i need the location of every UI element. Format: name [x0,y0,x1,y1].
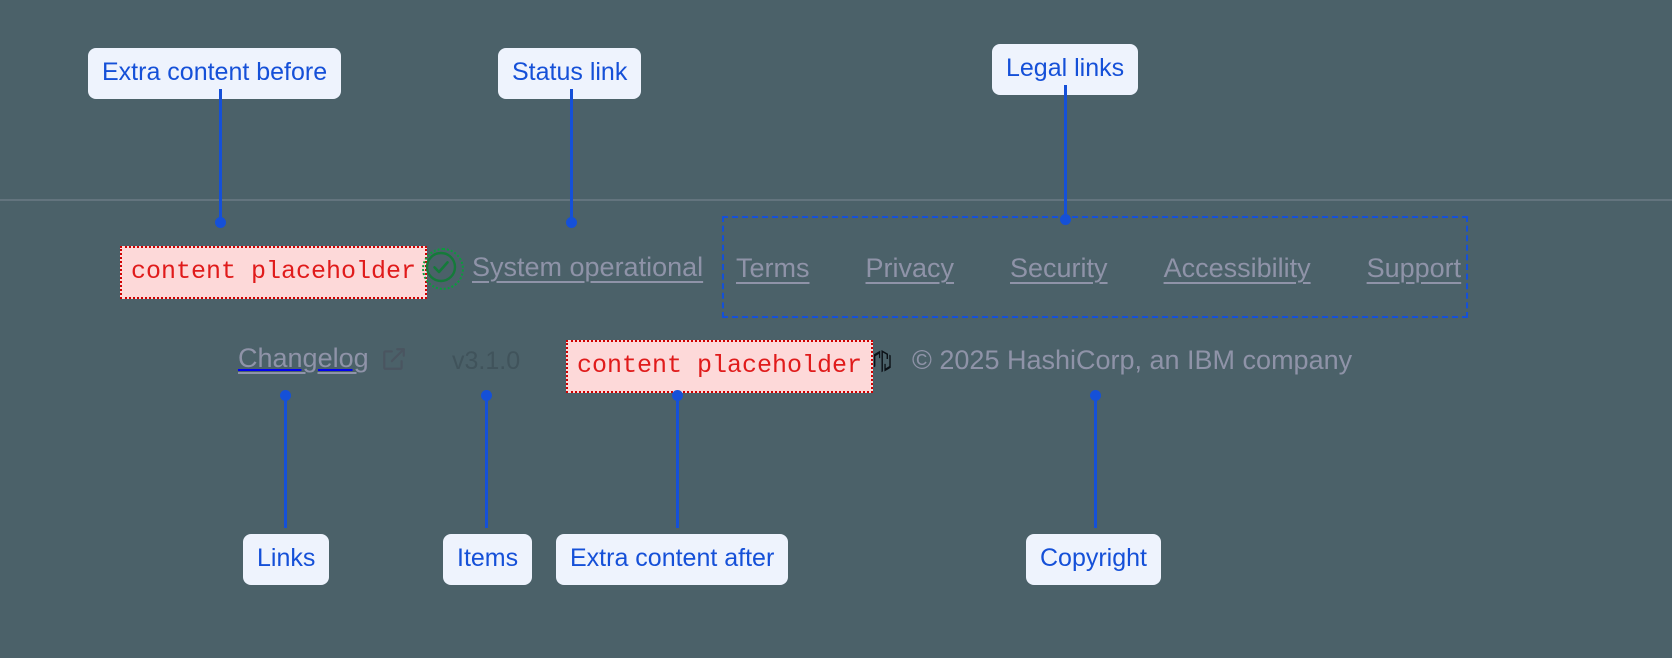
legal-links-annotation-box [722,216,1468,318]
status-link-label: System operational [472,251,704,282]
callout-copyright: Copyright [1026,534,1161,585]
leader-dot-extra-content-after [672,390,683,401]
legal-link-terms[interactable]: Terms [736,253,810,283]
leader-dot-copyright [1090,390,1101,401]
version-label: v3.1.0 [452,347,521,375]
leader-dot-links [280,390,291,401]
callout-status-link: Status link [498,48,642,99]
legal-link-security[interactable]: Security [1010,253,1108,283]
check-circle-icon [422,248,464,290]
callout-extra-content-before: Extra content before [88,48,342,99]
changelog-label: Changelog [238,343,369,373]
extra-content-before-placeholder: content placeholder [120,246,428,299]
leader-dot-extra-content-before [215,217,226,228]
callout-items: Items [443,534,533,585]
leader-line-extra-content-after [676,396,679,528]
callout-links: Links [243,534,330,585]
legal-links-group: Terms Privacy Security Accessibility Sup… [736,253,1461,284]
leader-dot-legal-links [1060,214,1071,225]
leader-line-copyright [1094,396,1097,528]
hashicorp-logo [868,345,900,377]
callout-extra-content-after: Extra content after [556,534,789,585]
leader-line-legal-links [1064,85,1067,217]
extra-content-after-placeholder: content placeholder [566,340,874,393]
leader-dot-items [481,390,492,401]
legal-link-accessibility[interactable]: Accessibility [1163,253,1311,283]
footer-top-divider [0,199,1672,201]
leader-line-extra-content-before [219,89,222,220]
copyright-text: © 2025 HashiCorp, an IBM company [912,345,1353,375]
legal-link-privacy[interactable]: Privacy [865,253,955,283]
status-link[interactable]: System operational [422,248,704,290]
legal-link-support[interactable]: Support [1366,253,1462,283]
changelog-link[interactable]: Changelog [238,343,407,374]
leader-line-items [485,396,488,528]
leader-dot-status-link [566,217,577,228]
leader-line-status-link [570,89,573,220]
external-link-icon [381,346,407,372]
leader-line-links [284,396,287,528]
